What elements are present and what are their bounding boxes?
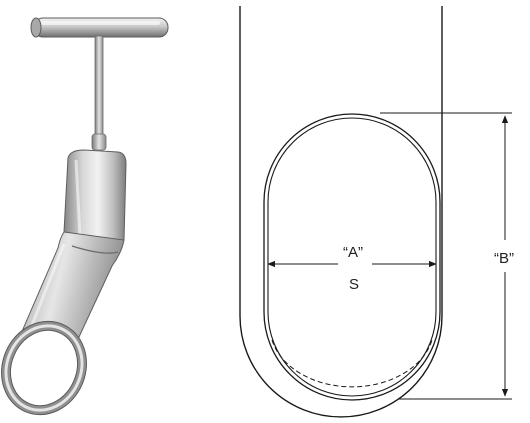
dimension-drawing: “A” S “B” [239, 6, 514, 418]
inner-oval-outline [263, 113, 441, 401]
inner-oval-inner-line [267, 117, 437, 397]
dimension-a-label: “A” [343, 244, 363, 261]
dimension-b-label: “B” [494, 250, 514, 267]
retractor-instrument [1, 17, 169, 416]
outer-outline [239, 6, 443, 418]
dashed-hidden-line [271, 339, 433, 388]
t-handle [30, 17, 169, 38]
shaft [91, 35, 107, 151]
upper-blade [63, 149, 127, 247]
dimension-b: “B” [380, 112, 514, 400]
size-code-label: S [349, 276, 359, 293]
dimension-a: “A” S [267, 244, 437, 293]
ring-tip [1, 320, 87, 416]
